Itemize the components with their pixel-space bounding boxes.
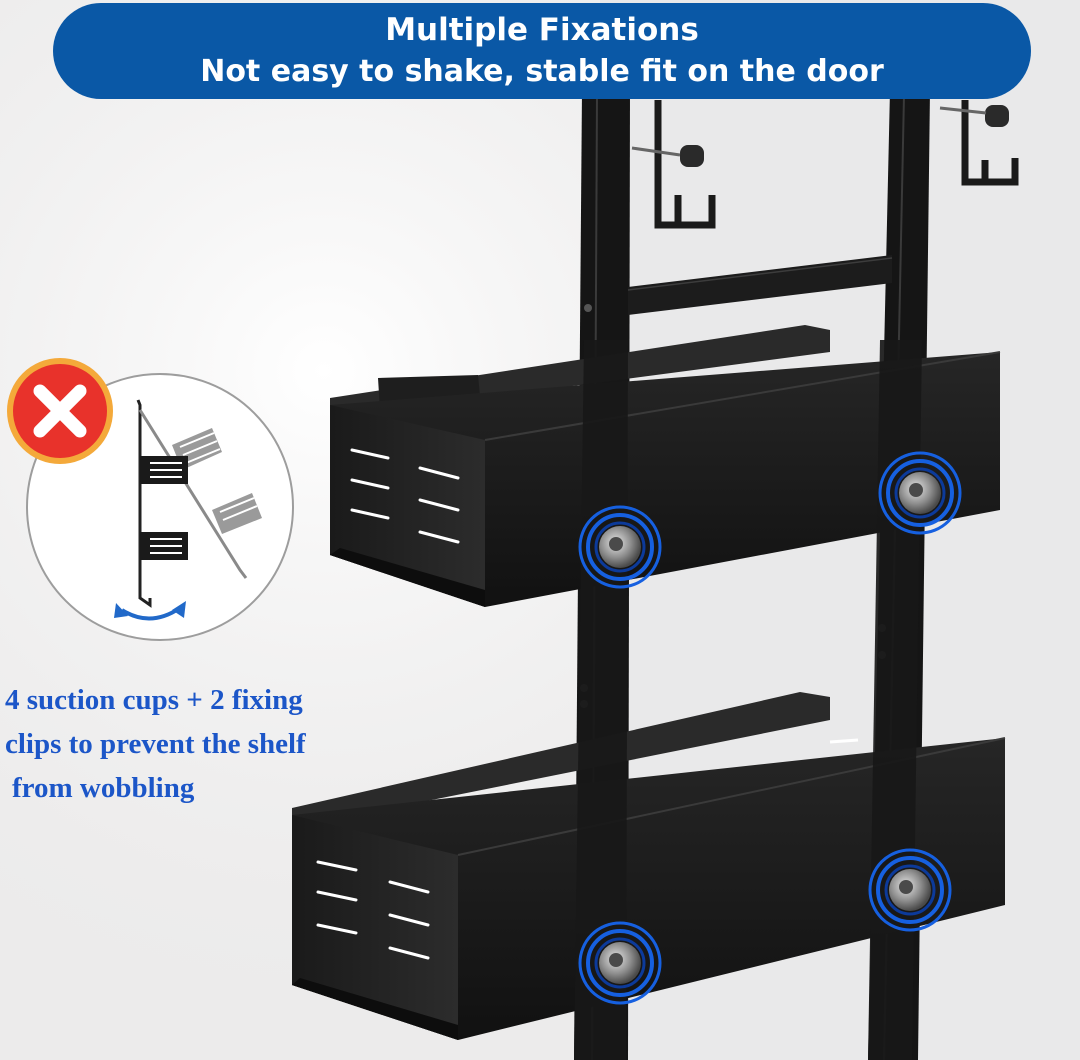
red-cross-icon [7, 358, 113, 464]
door-hook-left [631, 100, 716, 229]
banner-subtitle: Not easy to shake, stable fit on the doo… [200, 54, 884, 89]
lower-basket [292, 692, 1006, 1040]
headline-banner: Multiple Fixations Not easy to shake, st… [53, 3, 1031, 99]
curved-double-arrow-icon [114, 601, 186, 621]
caption-line: from wobbling [12, 772, 195, 804]
caption-line: 4 suction cups + 2 fixing [5, 684, 303, 716]
banner-title: Multiple Fixations [385, 12, 699, 48]
door-hook-right [939, 100, 1019, 186]
upper-basket [330, 325, 1001, 607]
feature-caption: 4 suction cups + 2 fixing clips to preve… [5, 678, 315, 810]
caption-line: clips to prevent the shelf [5, 728, 306, 760]
